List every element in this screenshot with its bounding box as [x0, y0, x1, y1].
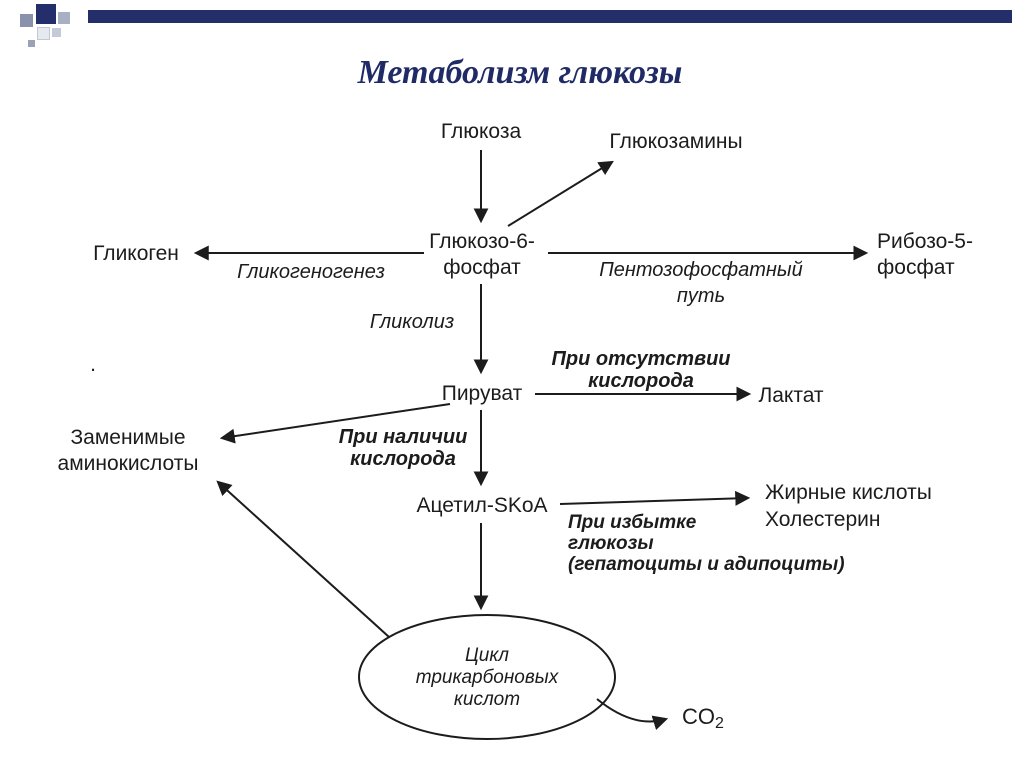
node-tca-cycle: Цикл трикарбоновых кислот [416, 645, 559, 711]
node-line: кислот [453, 689, 521, 710]
label-line: При наличии [338, 426, 468, 448]
node-line: Цикл [464, 645, 510, 666]
decorative-square [37, 27, 50, 40]
decorative-square [52, 28, 61, 37]
node-glucose: Глюкоза [440, 120, 522, 143]
label-with-oxygen: При наличии кислорода [339, 426, 468, 470]
node-line: Жирные кислоты [765, 481, 932, 504]
node-lactate: Лактат [758, 384, 824, 407]
node-line: Глюкозо-6- [429, 230, 535, 253]
label-line: При отсутствии [551, 348, 731, 370]
decorative-square [28, 40, 35, 47]
co2-base: CO [682, 704, 715, 729]
node-nonessential-amino-acids: Заменимые аминокислоты [58, 425, 199, 477]
label-line: глюкозы [568, 533, 654, 554]
arrow-tca-to-amino [216, 480, 390, 638]
node-glucose-6-phosphate: Глюкозо-6- фосфат [429, 229, 535, 281]
label-line: кислорода [588, 370, 694, 392]
node-glucosamines: Глюкозамины [609, 130, 743, 153]
co2-subscript: 2 [715, 715, 724, 732]
decorative-square [58, 12, 70, 24]
node-co2: CO2 [682, 704, 724, 737]
decorative-square [36, 4, 56, 24]
arrow-acetyl-to-fats [559, 490, 751, 506]
label-pentose-phosphate-pathway: Пентозофосфатный путь [599, 257, 803, 309]
node-line: аминокислоты [57, 452, 199, 475]
label-line: (гепатоциты и адипоциты) [568, 554, 845, 575]
label-glycogenogenesis: Гликогеногенез [237, 261, 385, 283]
label-line: кислорода [350, 448, 456, 470]
stray-dot: . [90, 353, 96, 376]
label-glycolysis: Гликолиз [369, 311, 455, 333]
node-glycogen: Гликоген [93, 242, 179, 265]
label-line: При избытке [568, 512, 697, 533]
node-line: Рибозо-5- [877, 230, 973, 253]
node-line: фосфат [877, 256, 955, 279]
node-fatty-acids-cholesterol: Жирные кислоты Холестерин [765, 479, 932, 533]
label-line: путь [676, 285, 726, 307]
header-bar [88, 10, 1012, 23]
slide-title: Метаболизм глюкозы [357, 54, 683, 91]
arrow-g6p-to-glucosamines [507, 160, 614, 227]
label-line: Пентозофосфатный [599, 259, 803, 281]
node-line: фосфат [443, 256, 521, 279]
node-line: Заменимые [70, 426, 186, 449]
node-acetyl-scoa: Ацетил-SKoA [416, 494, 548, 517]
node-line: Холестерин [765, 508, 881, 531]
decorative-square [20, 14, 33, 27]
node-ribose-5-phosphate: Рибозо-5- фосфат [877, 229, 973, 281]
label-glucose-excess: При избытке глюкозы (гепатоциты и адипоц… [568, 512, 845, 575]
node-line: трикарбоновых [415, 667, 559, 688]
label-without-oxygen: При отсутствии кислорода [551, 348, 730, 392]
node-pyruvate: Пируват [441, 382, 523, 405]
arrow-tca-to-co2 [596, 698, 669, 730]
